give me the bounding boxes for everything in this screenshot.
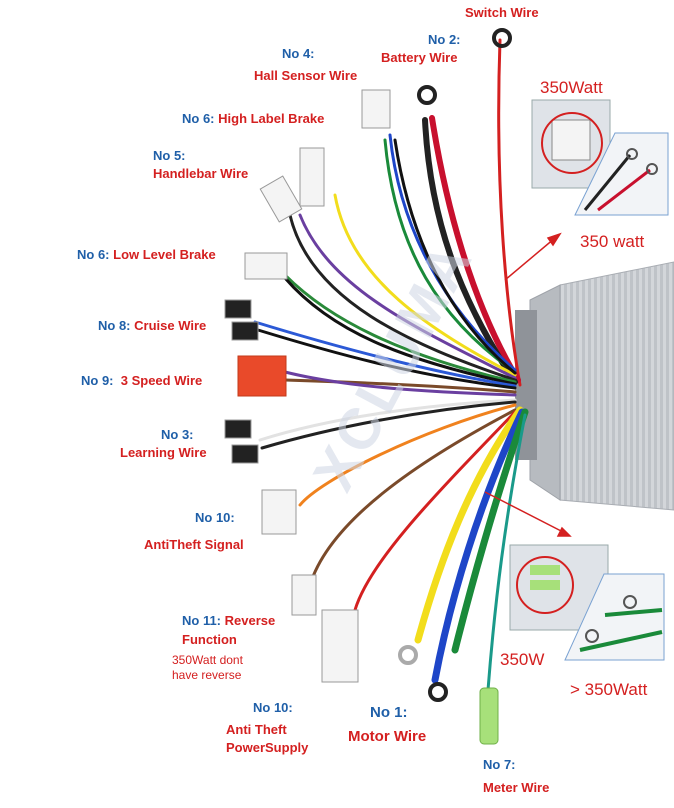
label-antitheft-signal-num: No 10: bbox=[195, 510, 235, 525]
label-antitheft-power-name: Anti Theft bbox=[226, 722, 287, 737]
wire-hall-green bbox=[383, 138, 517, 374]
label-learning-num: No 3: bbox=[161, 427, 194, 442]
terminal-switch bbox=[492, 28, 512, 48]
label-motor-name: Motor Wire bbox=[348, 728, 427, 745]
label-hall-num: No 4: bbox=[282, 46, 315, 61]
wire-speed-brown bbox=[283, 378, 517, 394]
connector-handlebar bbox=[259, 175, 303, 223]
connector-learning-1 bbox=[224, 419, 252, 439]
wire-hall-yellow bbox=[333, 193, 517, 377]
wire-antitheft-power-red bbox=[353, 410, 517, 612]
label-reverse-note-2: have reverse bbox=[172, 668, 242, 682]
wire-motor-green bbox=[451, 408, 529, 654]
wire-hall-black bbox=[393, 138, 517, 375]
wire-low-brake-green bbox=[283, 273, 517, 384]
connector-antitheft-power bbox=[321, 609, 359, 683]
callout-arrows bbox=[484, 232, 572, 537]
wire-learning-white bbox=[258, 398, 517, 442]
arrow-top-label: 350 watt bbox=[580, 232, 645, 251]
label-reverse-note-1: 350Watt dont bbox=[172, 653, 243, 667]
label-handlebar-name: Handlebar Wire bbox=[153, 166, 249, 181]
connector-cruise-1 bbox=[224, 299, 252, 319]
terminal-motor-2 bbox=[428, 682, 448, 702]
label-high-brake: No 6: High Label Brake bbox=[182, 111, 325, 126]
connector-hall bbox=[361, 89, 391, 129]
terminal-motor-1 bbox=[398, 645, 418, 665]
label-low-brake: No 6: Low Level Brake bbox=[77, 247, 216, 262]
wire-meter bbox=[486, 413, 527, 692]
connector-antitheft bbox=[261, 489, 297, 535]
wire-reverse-brown bbox=[308, 408, 517, 587]
label-switch: Switch Wire bbox=[465, 5, 539, 20]
wire-low-brake-black bbox=[283, 276, 517, 386]
label-cruise: No 8: Cruise Wire bbox=[98, 318, 207, 333]
wire-high-brake bbox=[298, 213, 517, 380]
connector-meter bbox=[479, 687, 499, 745]
label-antitheft-signal-name: AntiTheft Signal bbox=[144, 537, 244, 552]
connectors bbox=[224, 89, 499, 745]
arrow-bottom bbox=[484, 491, 566, 534]
wire-cruise-blue bbox=[253, 320, 517, 388]
connector-reverse bbox=[291, 574, 317, 616]
wire-bundle bbox=[253, 38, 529, 692]
connector-high-brake bbox=[299, 147, 325, 207]
inset-top-title: 350Watt bbox=[540, 78, 603, 97]
wire-motor-yellow bbox=[414, 406, 524, 644]
inset-bottom bbox=[509, 544, 665, 661]
connector-cruise-2 bbox=[231, 321, 259, 341]
label-meter-name: Meter Wire bbox=[483, 780, 550, 795]
connector-low-brake bbox=[244, 252, 288, 280]
label-motor-num: No 1: bbox=[370, 704, 408, 721]
wire-antitheft-orange bbox=[298, 403, 517, 507]
wire-cruise-black bbox=[256, 328, 517, 390]
label-meter-num: No 7: bbox=[483, 757, 516, 772]
label-antitheft-power-num: No 10: bbox=[253, 700, 293, 715]
label-handlebar-num: No 5: bbox=[153, 148, 186, 163]
wire-handlebar bbox=[288, 213, 517, 382]
connector-learning-2 bbox=[231, 444, 259, 464]
label-learning-name: Learning Wire bbox=[120, 445, 207, 460]
label-speed: No 9: 3 Speed Wire bbox=[81, 373, 203, 388]
arrow-bottom-label: > 350Watt bbox=[570, 680, 648, 699]
wire-hall-blue bbox=[388, 133, 517, 372]
arrow-top bbox=[504, 237, 556, 281]
connector-speed bbox=[237, 355, 287, 397]
ring-terminals bbox=[398, 28, 512, 702]
wire-switch bbox=[497, 38, 522, 387]
label-hall-name: Hall Sensor Wire bbox=[254, 68, 358, 83]
inset-bottom-label: 350W bbox=[500, 650, 545, 669]
wire-speed-purple bbox=[283, 370, 517, 397]
wire-motor-blue bbox=[431, 408, 526, 684]
controller-box bbox=[515, 261, 674, 511]
wire-learning-black bbox=[260, 400, 517, 450]
wire-battery-red bbox=[429, 115, 521, 383]
terminal-battery bbox=[417, 85, 437, 105]
inset-top bbox=[531, 99, 669, 216]
label-battery: No 2: bbox=[428, 32, 461, 47]
label-reverse: No 11: Reverse bbox=[182, 613, 276, 628]
